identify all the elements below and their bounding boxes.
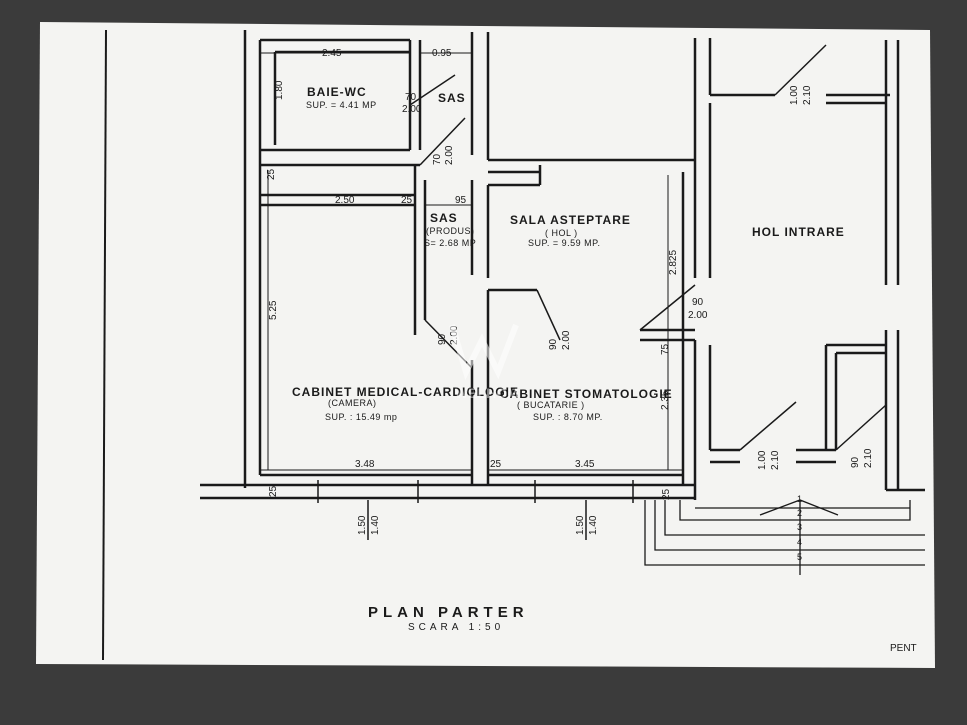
window-2-height: 1.40	[588, 515, 599, 535]
window-1-width: 1.50	[357, 515, 368, 535]
stair-3: 3	[797, 522, 802, 532]
room-sas-top-name: SAS	[438, 91, 466, 105]
stairs	[644, 499, 925, 575]
room-baie-name: BAIE-WC	[307, 85, 367, 99]
door-low2-height: 2.10	[863, 448, 874, 468]
door-top-right-height: 2.10	[802, 85, 813, 105]
dim-25-e: 25	[661, 488, 672, 500]
door-stoma-height: 2.00	[561, 330, 572, 350]
stair-5: 1	[797, 494, 802, 504]
dim-medical-width-top: 2.50	[335, 195, 355, 206]
room-cabinet-medical-name: CABINET MEDICAL-CARDIOLOGIE	[292, 385, 519, 399]
dim-bath-height: 1.80	[274, 80, 285, 100]
stair-numbers: 1 2 3 4 5	[797, 494, 802, 562]
corner-mark: PENT	[890, 643, 917, 654]
dim-25-d: 25	[268, 485, 279, 497]
room-sas-name: SAS	[430, 211, 458, 225]
dim-25-c: 25	[490, 459, 502, 470]
room-sas-note: (PRODUS)	[426, 226, 475, 236]
room-hol-name: HOL INTRARE	[752, 225, 845, 239]
stair-2: 4	[797, 537, 802, 547]
door-sas-top-width: 70	[405, 92, 417, 103]
door-sas-mid-width: 70	[432, 153, 443, 165]
dim-95: 95	[455, 195, 467, 206]
walls	[200, 30, 925, 500]
door-sas-mid-height: 2.00	[444, 145, 455, 165]
room-cabinet-stoma-name: CABINET STOMATOLOGIE	[500, 387, 673, 401]
dim-25-a: 25	[266, 168, 277, 180]
room-cabinet-medical-note: (CAMERA)	[328, 398, 377, 408]
room-cabinet-stoma-note: ( BUCATARIE )	[517, 400, 585, 410]
dim-stoma-width: 3.45	[575, 459, 595, 470]
door-low2-width: 90	[850, 456, 861, 468]
dimension-lines	[260, 52, 683, 471]
dim-sas-width: 0.95	[432, 48, 452, 59]
dim-75: 75	[660, 343, 671, 355]
room-baie-area: SUP. = 4.41 MP	[306, 100, 377, 110]
door-dimensions: 70 2.00 70 2.00 90 2.00 90 2.00 90 2.00 …	[402, 85, 874, 470]
door-cab-width: 90	[437, 333, 448, 345]
window-1-height: 1.40	[370, 515, 381, 535]
room-cabinet-stoma-area: SUP. : 8.70 MP.	[533, 412, 603, 422]
room-sala-note: ( HOL )	[545, 228, 578, 238]
window-dimensions: 1.50 1.40 1.50 1.40	[357, 515, 599, 535]
dim-25-b: 25	[401, 195, 413, 206]
margin-line	[102, 29, 107, 661]
door-hol-height: 2.00	[688, 310, 708, 321]
door-sas-top-height: 2.00	[402, 104, 422, 115]
door-hol-width: 90	[692, 297, 704, 308]
plan-scale: SCARA 1:50	[408, 622, 504, 633]
door-stoma-width: 90	[548, 338, 559, 350]
welhome-logo-icon	[449, 323, 519, 381]
room-sala-area: SUP. = 9.59 MP.	[528, 238, 600, 248]
room-sas-area: S= 2.68 MP	[424, 238, 476, 248]
dim-bath-width: 2.45	[322, 48, 342, 59]
dimension-texts: 2.45 0.95 1.80 25 2.50 25 95 5.25 2.825 …	[266, 48, 679, 500]
dim-medical-height: 5.25	[268, 300, 279, 320]
door-top-right-width: 1.00	[789, 85, 800, 105]
windows	[317, 480, 634, 540]
dim-stoma-height: 2.35	[660, 390, 671, 410]
room-sala-name: SALA ASTEPTARE	[510, 213, 631, 227]
room-cabinet-medical-area: SUP. : 15.49 mp	[325, 412, 397, 422]
door-low-height: 2.10	[770, 450, 781, 470]
stair-1: 5	[797, 552, 802, 562]
watermark-text: WELHOM	[455, 385, 519, 401]
dim-medical-width: 3.48	[355, 459, 375, 470]
stair-4: 2	[797, 508, 802, 518]
window-2-width: 1.50	[575, 515, 586, 535]
dim-sala-height: 2.825	[668, 250, 679, 275]
plan-title: PLAN PARTER	[368, 604, 529, 621]
door-low-width: 1.00	[757, 450, 768, 470]
watermark: WELHOM	[449, 323, 519, 401]
